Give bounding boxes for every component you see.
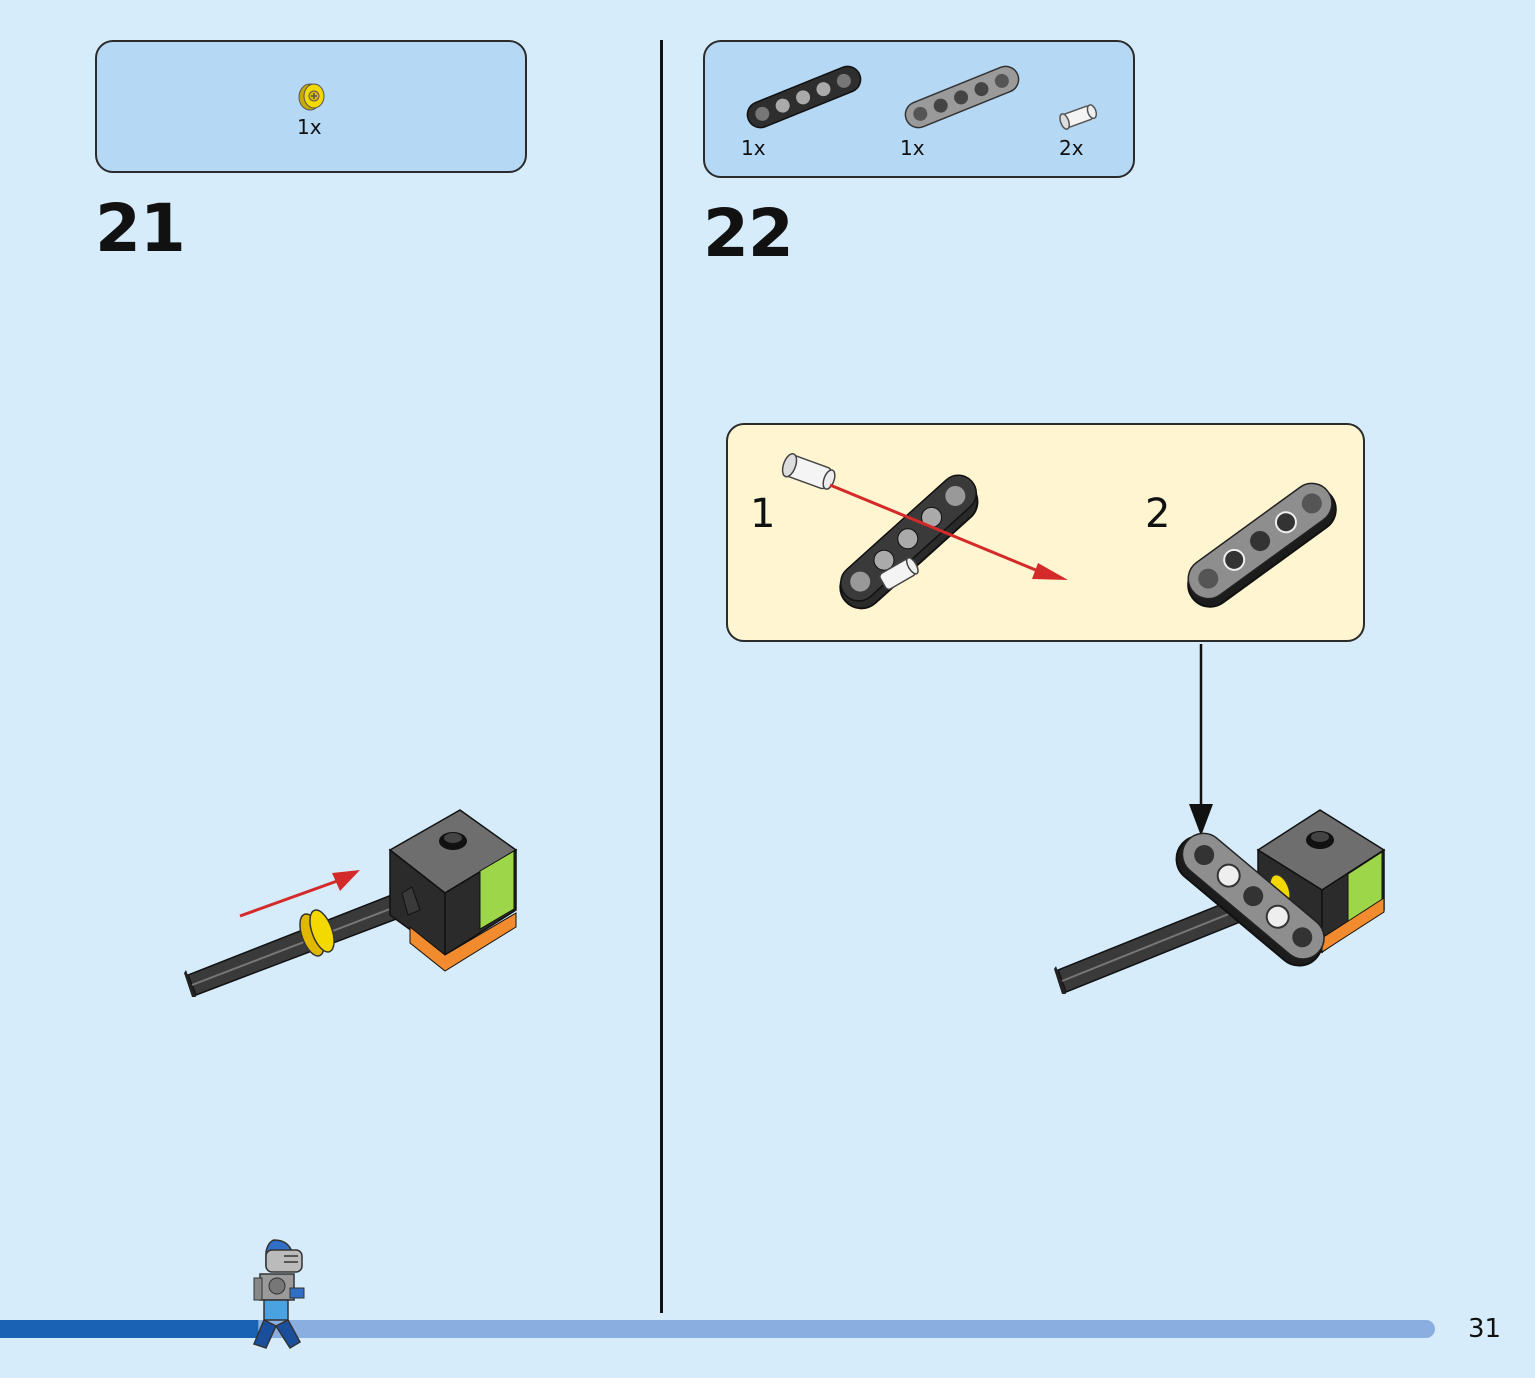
progress-bar — [0, 1320, 1435, 1338]
white-pin — [781, 453, 836, 490]
grey-black-beam — [1187, 482, 1337, 608]
step-21-assembly — [184, 809, 518, 997]
substep-number-1: 1 — [750, 491, 776, 537]
part-qty: 1x — [297, 115, 322, 139]
insert-arrow — [239, 870, 360, 918]
substep-1-illustration — [781, 453, 1068, 610]
part-qty: 1x — [900, 136, 925, 160]
step-number-21: 21 — [95, 190, 186, 267]
black-beam — [839, 474, 979, 610]
knight-minifig-icon — [252, 1239, 305, 1350]
progress-fill — [0, 1320, 259, 1338]
axle — [184, 886, 421, 997]
yellow-bush-icon — [298, 83, 325, 111]
page-divider — [660, 40, 663, 1313]
part-qty: 1x — [741, 136, 766, 160]
substep-number-2: 2 — [1145, 491, 1171, 537]
part-qty: 2x — [1059, 136, 1084, 160]
insert-arrow — [829, 483, 1068, 580]
black-beam-icon — [746, 65, 862, 129]
progress-track — [0, 1320, 1435, 1338]
white-pin-icon — [1059, 104, 1098, 130]
page-number: 31 — [1468, 1314, 1502, 1344]
grey-beam-icon — [904, 65, 1020, 129]
parts-box-step-21: 1x — [95, 40, 527, 173]
yellow-bush — [299, 909, 335, 957]
substep-box: 1 2 — [726, 423, 1365, 642]
step-22-assembly — [1054, 644, 1386, 994]
grey-black-beam — [1175, 832, 1325, 967]
substep-2-illustration — [1187, 482, 1337, 608]
down-arrow — [1189, 644, 1213, 836]
step-number-22: 22 — [703, 195, 794, 272]
parts-box-step-22: 1x 1x 2x — [703, 40, 1135, 178]
